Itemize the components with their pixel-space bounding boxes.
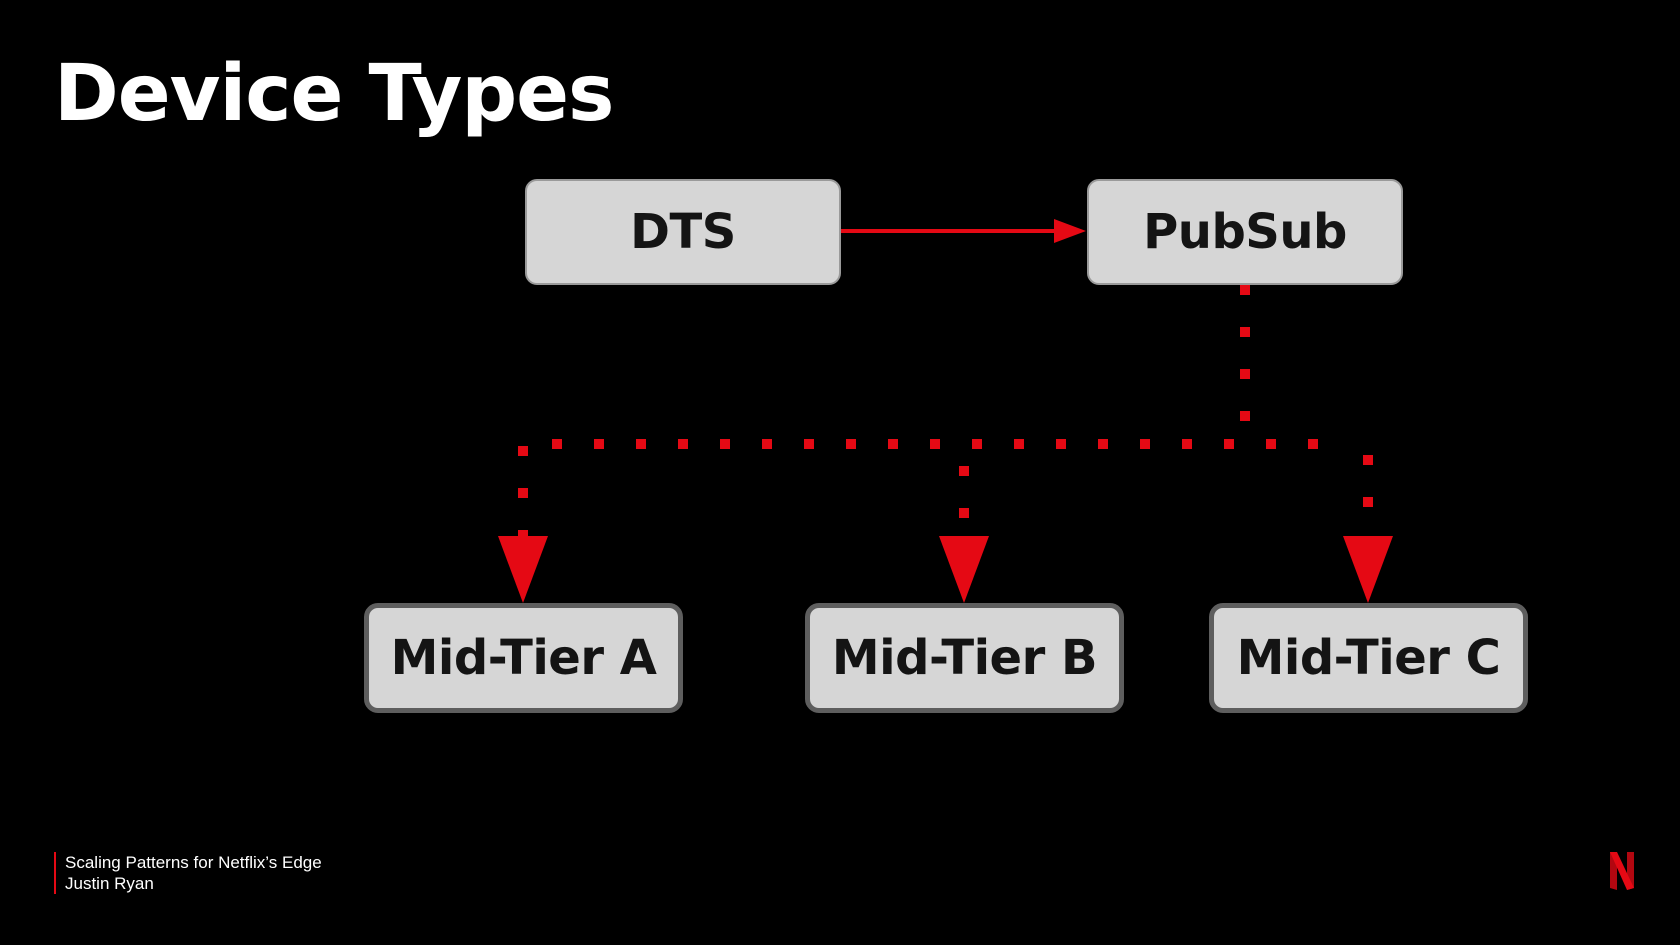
footer: Scaling Patterns for Netflix’s Edge Just… [54, 852, 322, 894]
node-mid-tier-b-label: Mid-Tier B [831, 630, 1098, 686]
netflix-n-logo-icon [1610, 852, 1634, 890]
footer-speaker: Justin Ryan [65, 874, 154, 893]
arrowhead-tier-b [939, 536, 989, 603]
node-pubsub: PubSub [1087, 179, 1403, 285]
node-mid-tier-b: Mid-Tier B [805, 603, 1124, 713]
node-mid-tier-c: Mid-Tier C [1209, 603, 1528, 713]
node-mid-tier-c-label: Mid-Tier C [1236, 630, 1501, 686]
slide-title: Device Types [54, 49, 614, 139]
node-pubsub-label: PubSub [1143, 204, 1347, 260]
arrowhead-pubsub [1054, 219, 1086, 243]
node-mid-tier-a-label: Mid-Tier A [390, 630, 657, 686]
node-dts-label: DTS [630, 204, 736, 260]
node-dts: DTS [525, 179, 841, 285]
node-mid-tier-a: Mid-Tier A [364, 603, 683, 713]
footer-talk-title: Scaling Patterns for Netflix’s Edge [65, 853, 322, 872]
arrowhead-tier-a [498, 536, 548, 603]
arrowhead-tier-c [1343, 536, 1393, 603]
